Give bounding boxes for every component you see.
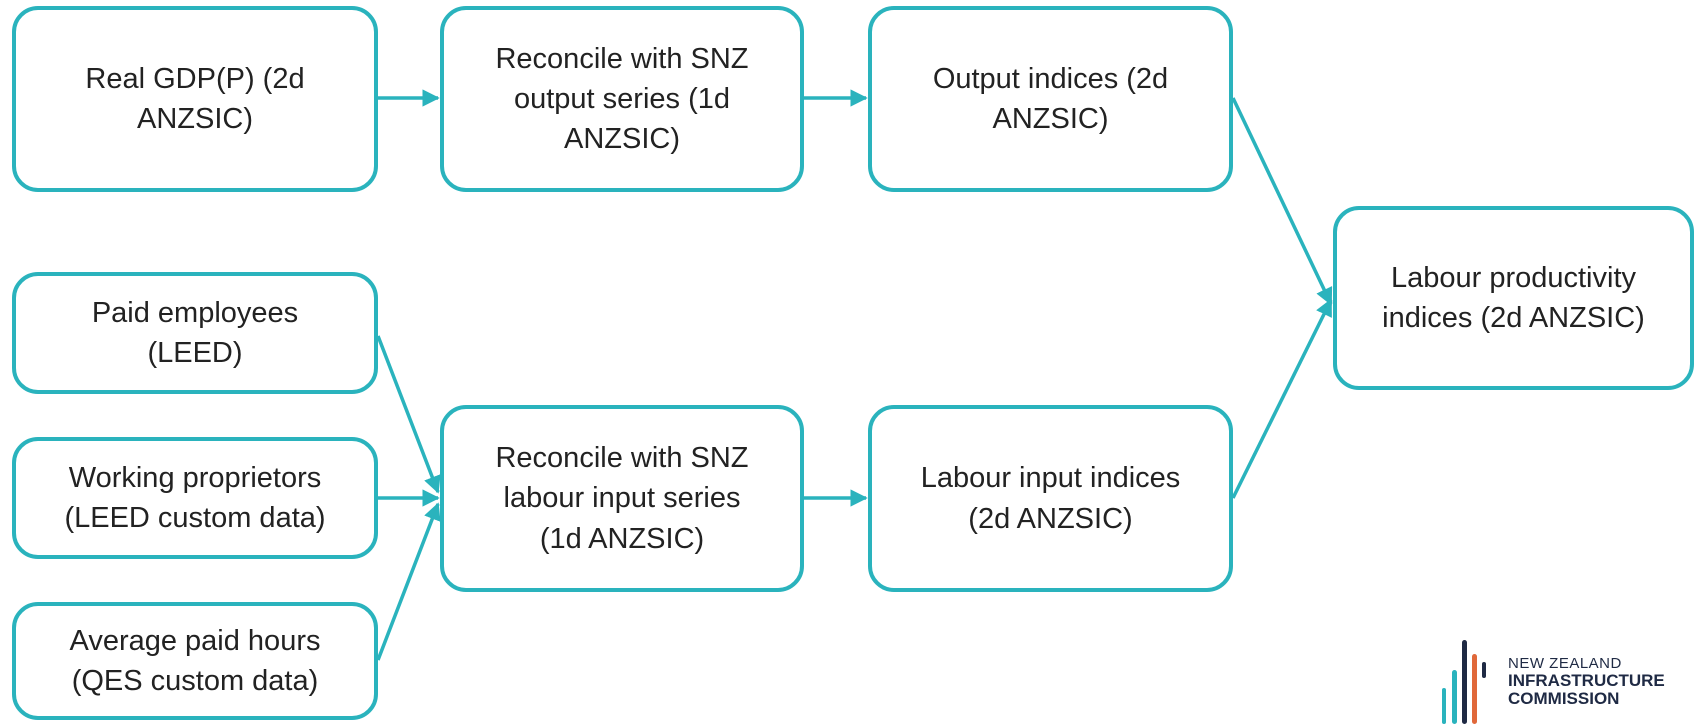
arrow-output-indices-to-labour-productivity — [1231, 97, 1333, 306]
node-working-proprietors: Working proprietors (LEED custom data) — [12, 437, 378, 559]
node-paid-employees: Paid employees (LEED) — [12, 272, 378, 394]
arrow-average-paid-hours-to-reconcile-labour — [376, 502, 441, 661]
arrow-paid-employees-to-reconcile-labour — [376, 335, 441, 494]
logo-line-1: NEW ZEALAND — [1508, 655, 1622, 672]
node-labour-productivity: Labour productivity indices (2d ANZSIC) — [1333, 206, 1694, 390]
node-reconcile-labour: Reconcile with SNZ labour input series (… — [440, 405, 804, 592]
logo-line-3: COMMISSION — [1508, 688, 1620, 708]
node-reconcile-output: Reconcile with SNZ output series (1d ANZ… — [440, 6, 804, 192]
node-output-indices: Output indices (2d ANZSIC) — [868, 6, 1233, 192]
arrow-labour-input-to-labour-productivity — [1231, 298, 1333, 499]
logo-wordmark: NEW ZEALAND INFRASTRUCTURE COMMISSION — [1508, 656, 1665, 707]
logo-mark-icon — [1442, 640, 1486, 724]
node-labour-input-indices: Labour input indices (2d ANZSIC) — [868, 405, 1233, 592]
logo-line-2: INFRASTRUCTURE — [1508, 670, 1665, 690]
node-average-paid-hours: Average paid hours (QES custom data) — [12, 602, 378, 720]
infrastructure-commission-logo: NEW ZEALAND INFRASTRUCTURE COMMISSION — [1430, 640, 1670, 724]
node-real-gdp: Real GDP(P) (2d ANZSIC) — [12, 6, 378, 192]
